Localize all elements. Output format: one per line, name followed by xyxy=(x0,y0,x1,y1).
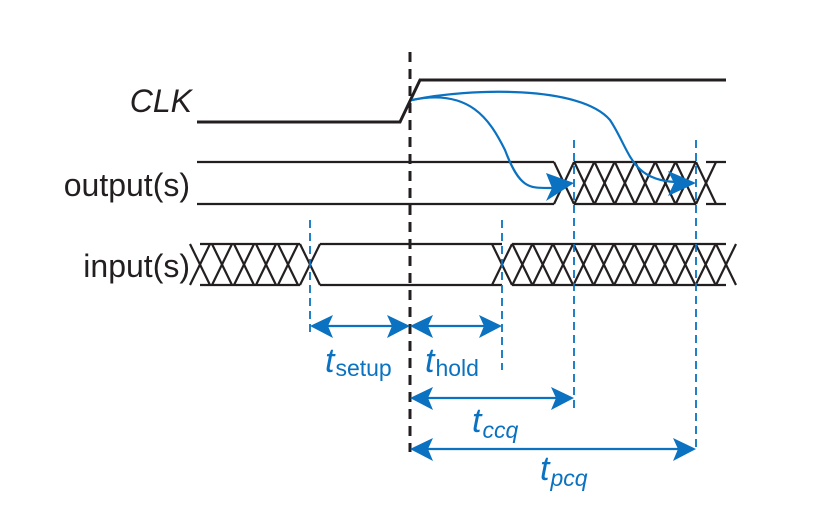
hatch-stroke xyxy=(653,243,676,286)
pcq-subscript: pcq xyxy=(549,465,587,491)
hatch-stroke xyxy=(633,243,656,286)
hatch-stroke xyxy=(531,243,554,286)
hatch-stroke xyxy=(674,243,697,286)
hatch-stroke xyxy=(613,161,636,205)
pcq-symbol: t xyxy=(540,450,551,488)
ccq-dimension xyxy=(410,387,574,410)
ccq-subscript: ccq xyxy=(482,417,518,443)
hatch-stroke xyxy=(211,243,233,286)
setup-dimension xyxy=(310,315,410,338)
hatch-stroke xyxy=(233,243,255,286)
hatch-stroke xyxy=(654,161,677,205)
pcq-causality-curve xyxy=(411,90,677,184)
hold-label: thold xyxy=(425,342,479,381)
hatch-stroke xyxy=(552,243,575,286)
pcq-arrow-left xyxy=(410,438,433,461)
ccq-causality-arrowhead xyxy=(546,173,574,201)
ccq-causality-curve xyxy=(411,96,553,190)
ccq-arrow-right xyxy=(551,387,574,410)
pcq-dimension xyxy=(410,438,696,461)
clk-waveform xyxy=(197,78,726,124)
inputs-unknown-region-before xyxy=(189,242,321,287)
hold-dimension xyxy=(410,315,502,338)
inputs-waveform xyxy=(189,242,737,287)
hatch-stroke xyxy=(634,161,657,205)
hatch-stroke xyxy=(593,161,616,205)
setup-label: tsetup xyxy=(325,342,392,381)
ccq-label: tccq xyxy=(472,402,518,443)
setup-subscript: setup xyxy=(335,355,391,381)
hold-subscript: hold xyxy=(435,355,478,381)
outputs-label: output(s) xyxy=(64,167,190,203)
ccq-arrow-left xyxy=(410,387,433,410)
hold-symbol: t xyxy=(425,342,436,380)
pcq-arrow-right xyxy=(673,438,696,461)
hatch-stroke xyxy=(613,243,636,286)
hatch-stroke xyxy=(277,243,299,286)
setup-arrow-left xyxy=(310,315,333,338)
hatch-stroke xyxy=(592,243,615,286)
inputs-label: input(s) xyxy=(83,248,190,284)
hatch-stroke xyxy=(715,243,737,286)
hold-arrow-right xyxy=(479,315,502,338)
setup-symbol: t xyxy=(325,342,336,380)
hatch-stroke xyxy=(189,243,211,286)
pcq-label: tpcq xyxy=(540,450,588,491)
clk-label: CLK xyxy=(130,83,194,119)
hatch-stroke xyxy=(511,243,534,286)
setup-arrow-right xyxy=(387,315,410,338)
hold-arrow-left xyxy=(410,315,433,338)
pcq-causality-arrowhead xyxy=(668,171,696,196)
hatch-stroke xyxy=(572,243,595,286)
hatch-stroke xyxy=(255,243,277,286)
hatch-stroke xyxy=(695,161,717,205)
hatch-stroke xyxy=(694,243,717,286)
hatch-stroke xyxy=(573,161,596,205)
inputs-unknown-region-after xyxy=(491,242,737,287)
ccq-symbol: t xyxy=(472,402,483,440)
outputs-waveform xyxy=(197,160,726,206)
